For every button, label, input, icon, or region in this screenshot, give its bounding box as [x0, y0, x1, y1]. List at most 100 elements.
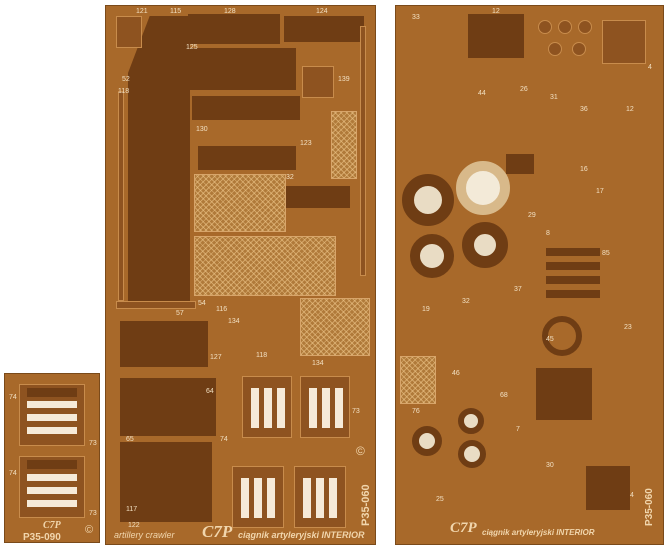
flywheel-ring — [402, 174, 454, 226]
part-number: 19 — [422, 306, 430, 313]
part-number: 52 — [122, 76, 130, 83]
part-number: 57 — [176, 310, 184, 317]
small-disc — [572, 42, 586, 56]
square-part — [602, 20, 646, 64]
louver-slot — [27, 401, 77, 408]
small-disc — [538, 20, 552, 34]
part-number: 125 — [186, 44, 198, 51]
fret-caption-polish: ciągnik artyleryjski INTERIOR — [238, 530, 365, 540]
part-number: 68 — [500, 392, 508, 399]
small-disc — [548, 42, 562, 56]
part-number: 25 — [436, 496, 444, 503]
part-number: 32 — [462, 298, 470, 305]
louver-slot — [303, 478, 311, 518]
part-number: 29 — [528, 212, 536, 219]
ladder-strip — [546, 248, 600, 256]
side-strip — [118, 91, 124, 301]
louver-slot — [316, 478, 324, 518]
part-number: 116 — [216, 306, 228, 313]
small-disc — [578, 20, 592, 34]
part-number: 115 — [170, 8, 182, 15]
part-number: 128 — [224, 8, 236, 15]
brand-logo: C7P — [43, 520, 61, 531]
part-number: 17 — [596, 188, 604, 195]
small-ring — [412, 426, 442, 456]
small-ring — [458, 408, 484, 434]
part-number: 36 — [580, 106, 588, 113]
copyright-mark: © — [356, 444, 365, 458]
part-number: 31 — [550, 94, 558, 101]
mesh-grille-lower — [300, 298, 370, 356]
louver-slot — [267, 478, 275, 518]
louver-slot — [264, 388, 272, 428]
part-number: 37 — [514, 286, 522, 293]
part-number: 118 — [256, 352, 268, 359]
mesh-grille-large — [194, 236, 336, 296]
louver-slot — [322, 388, 330, 428]
flywheel-ring — [456, 161, 510, 215]
small-photo-etch-fret: 74 73 74 73 C7P P35-090 © — [4, 373, 100, 543]
louver-frame — [27, 460, 77, 469]
ladder-strip — [546, 290, 600, 298]
part-number: 139 — [338, 76, 350, 83]
louver-slot — [335, 388, 343, 428]
fret-caption: artillery crawler — [114, 530, 175, 540]
brand-logo: C7P — [450, 520, 477, 536]
lower-plate — [120, 321, 208, 367]
part-number: 4 — [630, 492, 634, 499]
part-number: 127 — [210, 354, 222, 361]
lower-plate — [120, 378, 216, 436]
part-number: 12 — [626, 106, 634, 113]
part-number: 74 — [9, 394, 17, 401]
part-number: 123 — [300, 140, 312, 147]
louver-slot — [27, 500, 77, 507]
part-number: 7 — [516, 426, 520, 433]
part-number: 74 — [220, 436, 228, 443]
louver-slot — [27, 487, 77, 494]
part-number: 8 — [546, 230, 550, 237]
part-number: 26 — [520, 86, 528, 93]
bottom-plate — [120, 442, 212, 522]
louver-slot — [27, 414, 77, 421]
small-disc — [558, 20, 572, 34]
fret-caption-polish: ciągnik artyleryjski INTERIOR — [482, 528, 595, 537]
part-number: 33 — [412, 14, 420, 21]
part-number: 65 — [126, 436, 134, 443]
top-plate — [186, 48, 296, 90]
louver-frame — [27, 388, 77, 397]
part-number: 118 — [118, 88, 130, 95]
top-plate — [192, 96, 300, 120]
fret-code: P35-060 — [644, 488, 655, 526]
plate-part — [536, 368, 592, 420]
part-number: 54 — [198, 300, 206, 307]
louver-slot — [254, 478, 262, 518]
part-number: 16 — [580, 166, 588, 173]
louver-slot — [277, 388, 285, 428]
wheel-disc — [410, 234, 454, 278]
part-number: 73 — [89, 510, 97, 517]
bracket-part — [116, 16, 142, 48]
part-number: 45 — [546, 336, 554, 343]
part-number: 124 — [316, 8, 328, 15]
louver-slot — [241, 478, 249, 518]
top-plate — [188, 14, 280, 44]
part-number: 74 — [9, 470, 17, 477]
mesh-grille — [400, 356, 436, 404]
mesh-grille-side — [331, 111, 357, 179]
louver-slot — [27, 474, 77, 481]
copyright-mark: © — [85, 524, 94, 536]
part-number: 134 — [228, 318, 240, 325]
part-number: 73 — [352, 408, 360, 415]
louver-slot — [329, 478, 337, 518]
part-number: 23 — [624, 324, 632, 331]
side-strip — [360, 26, 366, 276]
part-number: 134 — [312, 360, 324, 367]
square-part — [302, 66, 334, 98]
part-number: 85 — [602, 250, 610, 257]
long-floor-plate — [128, 16, 190, 301]
brand-logo: C7P — [202, 522, 233, 541]
top-plate — [284, 16, 364, 42]
part-number: 76 — [412, 408, 420, 415]
fan-part — [542, 316, 582, 356]
part-number: 46 — [452, 370, 460, 377]
